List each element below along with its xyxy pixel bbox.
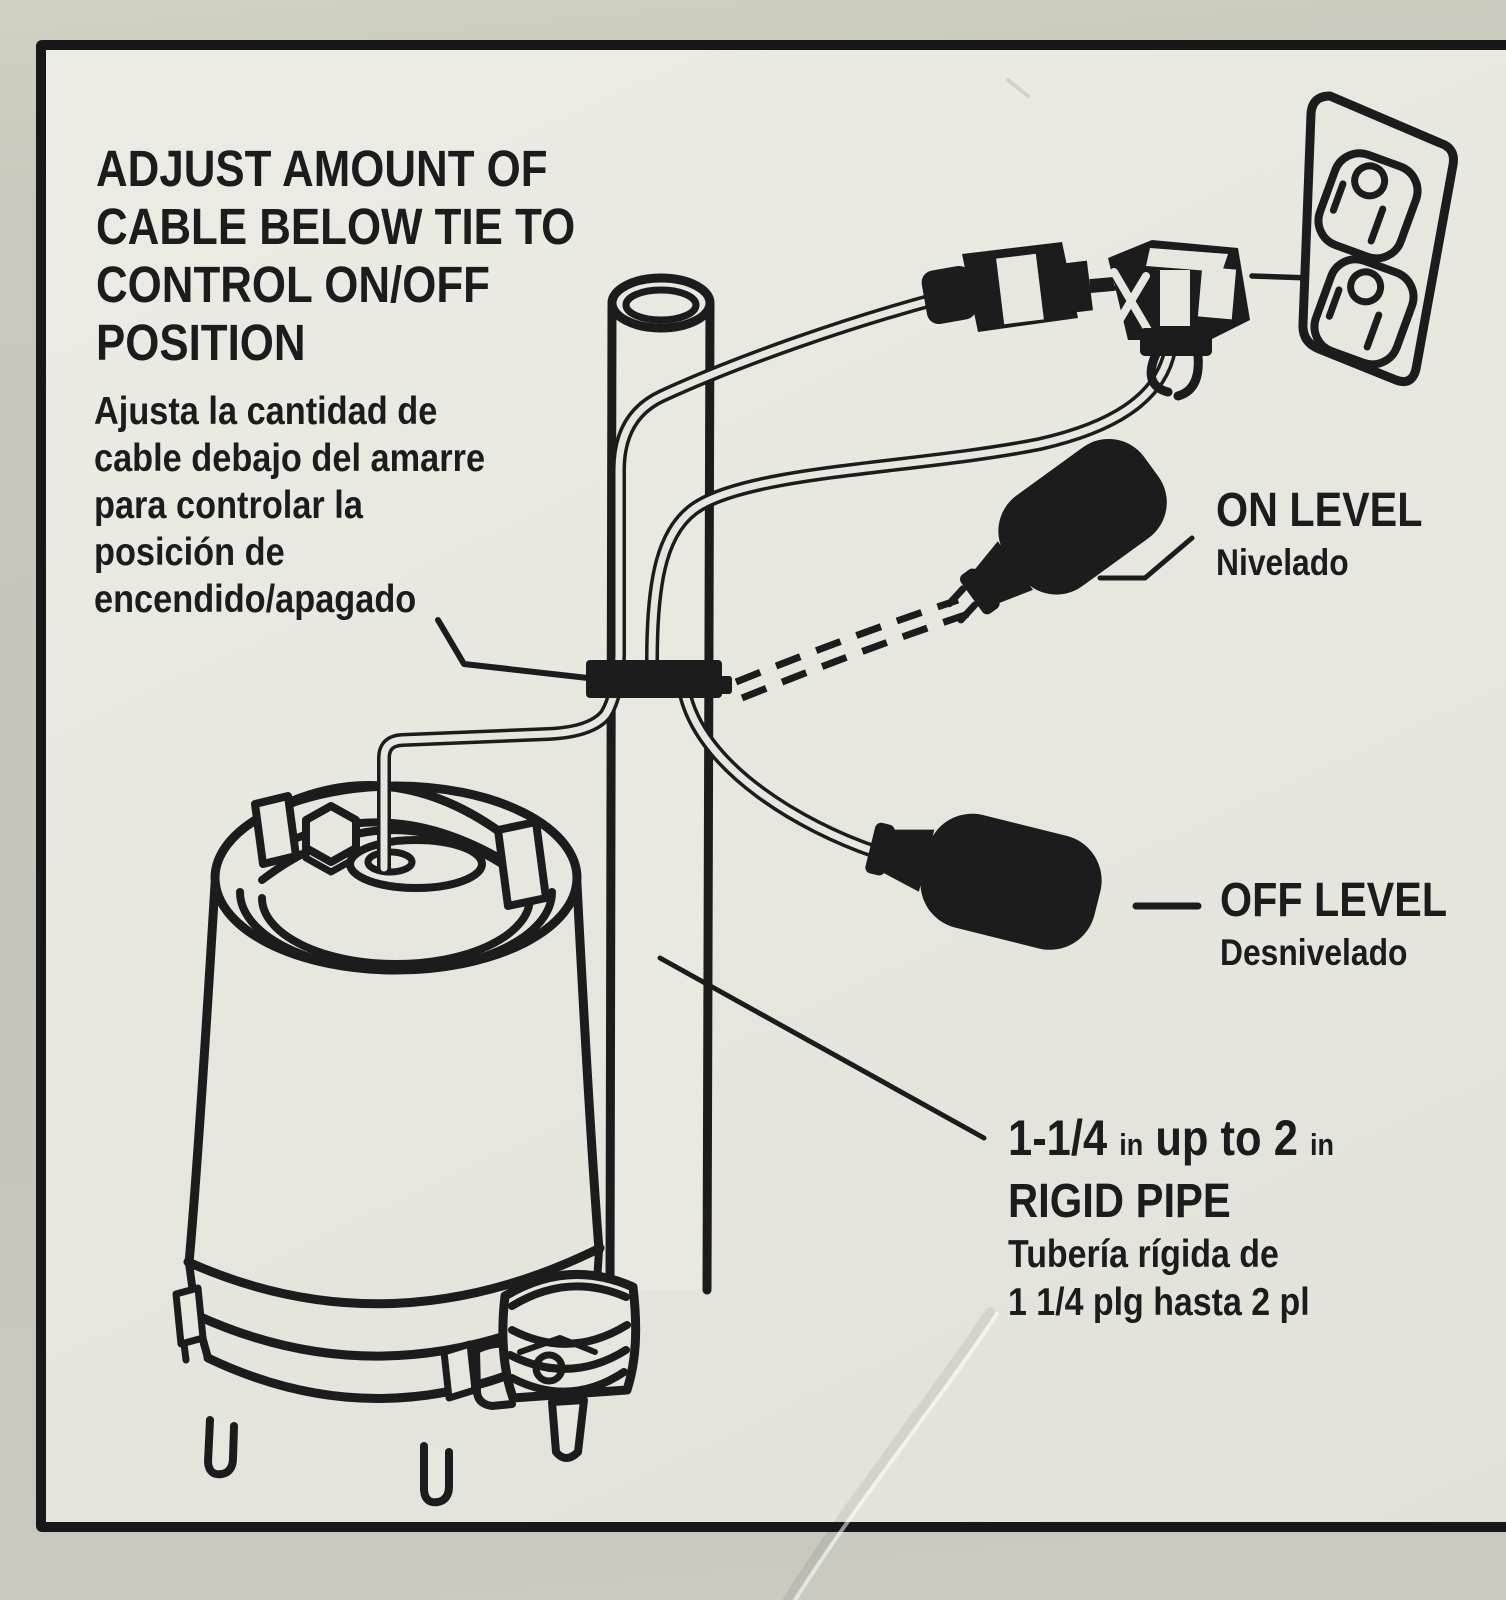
- on-level-label: ON LEVEL: [1216, 484, 1423, 537]
- float-switch-on-position: [945, 438, 1167, 624]
- receptacle-top: [1314, 149, 1422, 263]
- pipe-size-unit2: in: [1310, 1127, 1334, 1162]
- on-level-leader: [1097, 535, 1195, 581]
- rigid-pipe-callout: 1-1/4 in up to 2 in RIGID PIPE Tubería r…: [1008, 1110, 1334, 1327]
- cardboard-crease: [783, 78, 1030, 1600]
- heading-line: CABLE BELOW TIE TO: [96, 198, 576, 255]
- heading: ADJUST AMOUNT OF CABLE BELOW TIE TO CONT…: [96, 140, 575, 372]
- pump-power-cord: [377, 291, 947, 875]
- on-level-label-spanish: Nivelado: [1216, 542, 1349, 583]
- pump-feet: [204, 1416, 453, 1507]
- piggyback-plug: [1108, 240, 1371, 401]
- on-level-callout: ON LEVEL Nivelado: [1216, 486, 1422, 583]
- pipe-size-num1: 1-1/4: [1008, 1110, 1108, 1166]
- heading-spanish-line: posición de: [94, 531, 285, 574]
- pipe-coupling: [498, 1269, 641, 1462]
- heading-spanish: Ajusta la cantidad de cable debajo del a…: [94, 388, 485, 623]
- off-float-cable: [679, 691, 883, 859]
- float-switch-cord: [645, 343, 1177, 667]
- pipe-size-line: 1-1/4 in up to 2 in: [1008, 1110, 1334, 1173]
- submersible-pump: [172, 781, 605, 1507]
- heading-spanish-line: para controlar la: [94, 484, 363, 527]
- rigid-pipe: [605, 273, 715, 1295]
- discharge-stub: [548, 1396, 588, 1462]
- heading-spanish-line: encendido/apagado: [94, 578, 417, 621]
- off-level-callout: OFF LEVEL Desnivelado: [1220, 876, 1447, 973]
- pipe-size-mid: up to: [1155, 1110, 1262, 1166]
- heading-spanish-line: Ajusta la cantidad de: [94, 390, 438, 433]
- off-level-label: OFF LEVEL: [1220, 874, 1448, 927]
- rigid-pipe-label-spanish-1: Tubería rígida de: [1008, 1233, 1279, 1276]
- rigid-pipe-label: RIGID PIPE: [1008, 1175, 1231, 1228]
- pump-plug: [921, 242, 1121, 332]
- heading-spanish-line: cable debajo del amarre: [94, 437, 486, 480]
- pipe-size-unit1: in: [1119, 1127, 1144, 1162]
- rigid-pipe-label-spanish-2: 1 1/4 plg hasta 2 pl: [1008, 1281, 1310, 1324]
- receptacle-bottom: [1310, 255, 1418, 369]
- cord-boss: [346, 836, 486, 892]
- heading-line: ADJUST AMOUNT OF: [96, 140, 548, 197]
- on-float-cable-dashed: [734, 596, 970, 702]
- heading-line: POSITION: [96, 314, 306, 371]
- wall-outlet: [1298, 91, 1458, 387]
- diagram-frame: [36, 40, 1506, 1532]
- heading-line: CONTROL ON/OFF: [96, 256, 490, 313]
- cable-tie: [586, 660, 732, 698]
- tie-leader-line: [435, 617, 591, 681]
- float-switch-off-position: [865, 813, 1102, 950]
- off-level-label-spanish: Desnivelado: [1220, 932, 1408, 973]
- pipe-leader: [657, 955, 987, 1141]
- pipe-size-num2: 2: [1273, 1110, 1298, 1166]
